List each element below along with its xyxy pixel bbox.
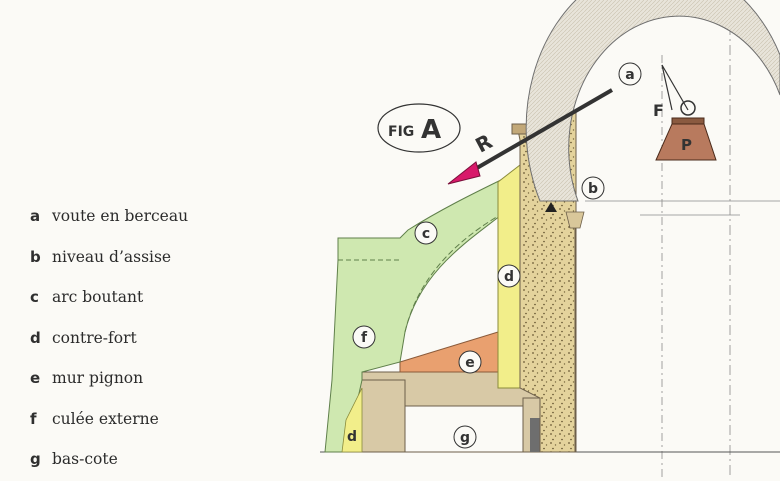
legend-letter: g: [30, 450, 41, 469]
legend-item: c arc boutant: [30, 277, 230, 318]
springing-triangle-icon: [545, 202, 557, 212]
legend-item: a voute en berceau: [30, 196, 230, 237]
legend-text: arc boutant: [52, 288, 144, 307]
figure-title-prefix: FIG: [388, 124, 414, 140]
legend-text: mur pignon: [52, 369, 144, 388]
flying-buttress-and-abutment: [324, 177, 506, 453]
callout-c: c: [422, 226, 430, 242]
callouts: a b c d f e d g: [347, 62, 642, 449]
figure-title: FIG A: [377, 103, 461, 153]
legend-item: g bas-cote: [30, 439, 230, 480]
legend-letter: d: [30, 328, 41, 347]
legend-item: d contre-fort: [30, 318, 230, 359]
callout-a: a: [625, 67, 634, 83]
weight-label-P: P: [681, 136, 692, 154]
barrel-vault: [525, 0, 780, 202]
callout-g: g: [460, 430, 470, 446]
callout-f: f: [361, 330, 368, 346]
legend-item: e mur pignon: [30, 358, 230, 399]
legend-text: niveau d’assise: [52, 247, 172, 266]
force-arrow-R: [447, 88, 614, 185]
legend-letter: e: [30, 369, 41, 388]
legend-text: voute en berceau: [52, 207, 189, 226]
column-capital: [565, 211, 585, 452]
legend-item: f culée externe: [30, 399, 230, 440]
callout-d-upper: d: [504, 269, 514, 285]
legend-text: contre-fort: [52, 328, 137, 347]
force-label-R: R: [471, 129, 496, 157]
legend-letter: b: [30, 247, 41, 266]
legend-letter: c: [30, 288, 39, 307]
legend: a voute en berceau b niveau d’assise c a…: [30, 196, 230, 480]
legend-letter: a: [30, 207, 41, 226]
legend-item: b niveau d’assise: [30, 237, 230, 278]
legend-letter: f: [30, 409, 37, 428]
figure-title-letter: A: [421, 115, 441, 145]
force-label-F: F: [653, 101, 664, 120]
hanging-weight: [655, 64, 717, 161]
callout-b: b: [588, 181, 598, 197]
legend-text: bas-cote: [52, 450, 118, 469]
legend-text: culée externe: [52, 409, 159, 428]
callout-d-lower: d: [347, 429, 357, 445]
callout-e: e: [465, 355, 475, 371]
